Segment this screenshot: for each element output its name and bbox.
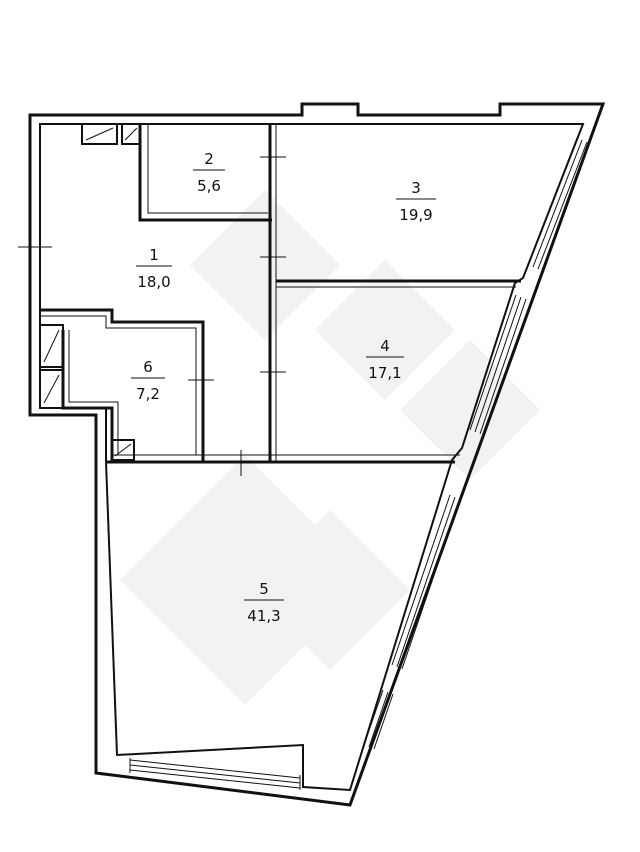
- room-label-3: 3 19,9: [396, 179, 436, 224]
- room-number: 5: [259, 580, 269, 598]
- vent-shafts: [39, 123, 141, 461]
- room-label-4: 4 17,1: [366, 337, 404, 382]
- room-area: 19,9: [399, 206, 432, 224]
- room-number: 2: [204, 150, 214, 168]
- watermark: [120, 190, 540, 705]
- room-area: 5,6: [197, 177, 221, 195]
- room-label-1: 1 18,0: [136, 246, 172, 291]
- interior-walls: [39, 124, 521, 464]
- windows: [129, 137, 588, 790]
- room-area: 41,3: [247, 607, 280, 625]
- room-label-6: 6 7,2: [131, 358, 165, 403]
- room-area: 7,2: [136, 385, 160, 403]
- door-markers: [18, 156, 286, 476]
- room-label-2: 2 5,6: [193, 150, 225, 195]
- room-label-5: 5 41,3: [244, 580, 284, 625]
- outer-walls: [28, 102, 606, 807]
- room-number: 3: [411, 179, 421, 197]
- room-number: 1: [149, 246, 159, 264]
- room-number: 6: [143, 358, 153, 376]
- room-area: 17,1: [368, 364, 401, 382]
- room-number: 4: [380, 337, 390, 355]
- room-area: 18,0: [137, 273, 170, 291]
